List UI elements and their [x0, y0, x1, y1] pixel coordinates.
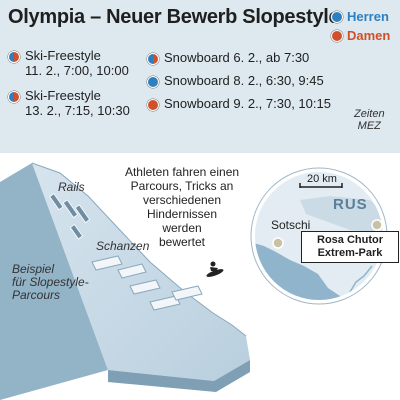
- herren-damen-dot-icon: [8, 91, 20, 103]
- herren-dot-icon: [147, 76, 159, 88]
- venue-line: Extrem-Park: [317, 247, 383, 259]
- jump-obstacles: [91, 255, 203, 311]
- event-date: 13. 2., 7:15, 10:30: [25, 103, 130, 118]
- schedule-panel: Olympia – Neuer Bewerb Slopestyle Herren…: [0, 0, 400, 154]
- event-ski-freestyle-2: Ski-Freestyle 13. 2., 7:15, 10:30: [8, 88, 130, 118]
- description-line: verschiedenen: [142, 193, 222, 207]
- venue-line: Rosa Chutor: [317, 234, 383, 246]
- event-date: 11. 2., 7:00, 10:00: [25, 63, 129, 78]
- sotschi-marker-icon: [272, 237, 284, 249]
- map-country-label: RUS: [333, 196, 368, 213]
- legend-herren-label: Herren: [347, 9, 389, 24]
- map-venue-label: Rosa Chutor Extrem-Park: [301, 231, 399, 263]
- jump: [117, 263, 147, 279]
- event-text: Snowboard 9. 2., 7:30, 10:15: [164, 96, 331, 111]
- description-line: bewertet: [158, 235, 206, 249]
- snowboarder-icon: [206, 261, 224, 277]
- time-zone-note: Zeiten MEZ: [354, 108, 385, 132]
- description-line: Hindernissen: [146, 207, 218, 221]
- beispiel-line: für Slopestyle-: [12, 275, 89, 289]
- event-snowboard-8: Snowboard 8. 2., 6:30, 9:45: [147, 73, 324, 88]
- herren-damen-dot-icon: [147, 53, 159, 65]
- event-snowboard-6: Snowboard 6. 2., ab 7:30: [147, 50, 309, 65]
- herren-damen-dot-icon: [8, 51, 20, 63]
- legend-damen: Damen: [331, 28, 390, 43]
- description-text: Athleten fahren einen Parcours, Tricks a…: [118, 165, 246, 249]
- rail: [69, 223, 84, 240]
- schanzen-label: Schanzen: [96, 239, 150, 253]
- description-line: Parcours, Tricks an: [130, 179, 234, 193]
- event-snowboard-9: Snowboard 9. 2., 7:30, 10:15: [147, 96, 331, 111]
- rail: [74, 204, 91, 224]
- slope-edge: [31, 162, 247, 337]
- rosa-chutor-marker-icon: [371, 219, 383, 231]
- map-region: [300, 196, 385, 232]
- rail-obstacles: [49, 193, 91, 240]
- event-ski-freestyle-1: Ski-Freestyle 11. 2., 7:00, 10:00: [8, 48, 129, 78]
- description-line: Athleten fahren einen: [124, 165, 240, 179]
- map-city-label: Sotschi: [271, 218, 311, 232]
- map-scale-bar: [299, 183, 343, 188]
- description-line: werden: [162, 221, 202, 235]
- beispiel-line: Beispiel: [12, 262, 55, 276]
- jump: [149, 295, 181, 311]
- herren-dot-icon: [331, 10, 343, 23]
- rails-label: Rails: [58, 180, 85, 194]
- jump: [91, 255, 123, 271]
- legend-damen-label: Damen: [347, 28, 391, 43]
- rail: [62, 199, 79, 219]
- slope-side: [0, 163, 108, 400]
- jump: [171, 285, 203, 301]
- jump: [129, 279, 161, 295]
- beispiel-label: Beispiel für Slopestyle- Parcours: [12, 263, 89, 302]
- damen-dot-icon: [147, 99, 159, 111]
- zeiten-label: Zeiten: [354, 108, 385, 120]
- mez-label: MEZ: [357, 120, 381, 132]
- map-scale-label: 20 km: [307, 173, 337, 185]
- event-name: Ski-Freestyle: [25, 88, 101, 103]
- event-text: Snowboard 8. 2., 6:30, 9:45: [164, 73, 324, 88]
- damen-dot-icon: [331, 29, 343, 42]
- page-title: Olympia – Neuer Bewerb Slopestyle: [8, 6, 340, 28]
- event-text: Snowboard 6. 2., ab 7:30: [164, 50, 310, 65]
- legend-herren: Herren: [331, 9, 389, 24]
- slope-bottom: [108, 360, 250, 392]
- event-name: Ski-Freestyle: [25, 48, 101, 63]
- beispiel-line: Parcours: [12, 288, 61, 302]
- rail: [49, 193, 64, 211]
